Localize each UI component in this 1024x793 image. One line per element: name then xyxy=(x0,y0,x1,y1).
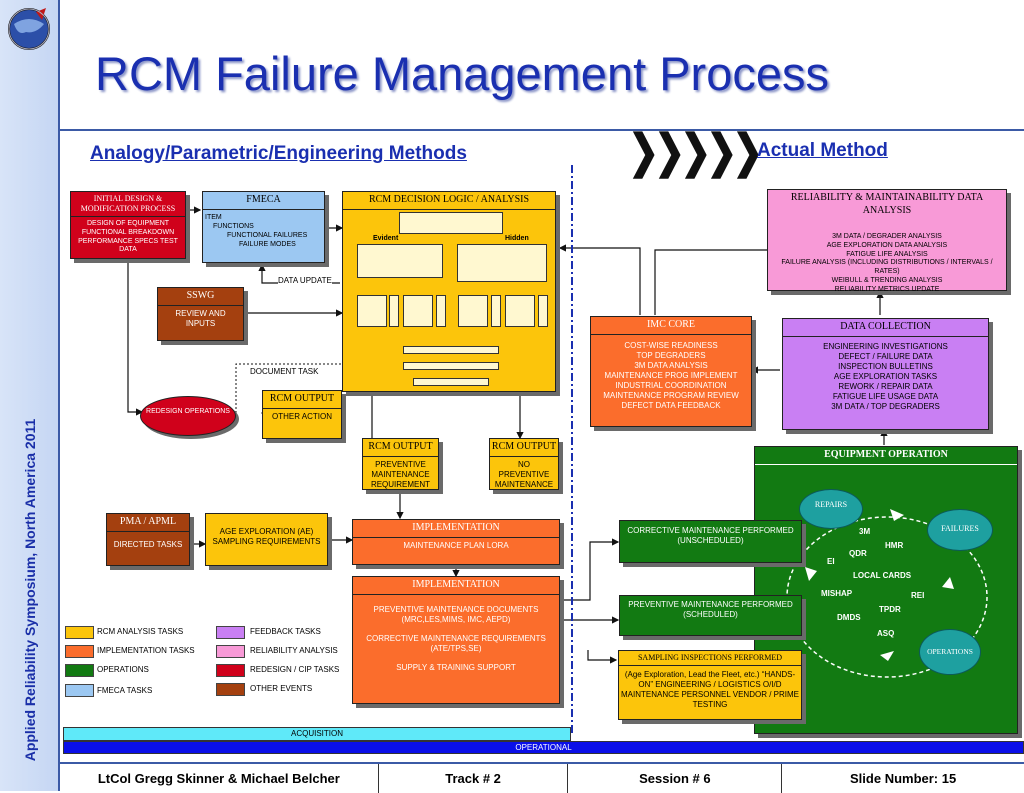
legend-swatch xyxy=(65,664,94,677)
cycle-label: MISHAP xyxy=(821,589,853,598)
logic-question-hidden xyxy=(457,244,547,282)
cycle-label: HMR xyxy=(885,541,904,550)
failures-oval: FAILURES xyxy=(927,509,993,551)
logic-question-top xyxy=(399,212,503,234)
equipment-operation-box: EQUIPMENT OPERATION REPAIRS FAILURES OPE… xyxy=(754,446,1018,734)
imc-core-box: IMC CORE COST-WISE READINESS TOP DEGRADE… xyxy=(590,316,752,427)
methods-header-left: Analogy/Parametric/Engineering Methods xyxy=(90,143,467,164)
acquisition-phase-bar: ACQUISITION xyxy=(63,727,571,741)
logic-task-1 xyxy=(357,295,387,327)
legend-label: IMPLEMENTATION TASKS xyxy=(97,646,195,655)
legend-swatch xyxy=(216,683,245,696)
chevron-arrows-icon: ❯❯❯❯❯ xyxy=(628,125,763,177)
cycle-label: LOCAL CARDS xyxy=(853,571,912,580)
rcm-output-nopm-box: RCM OUTPUT NO PREVENTIVE MAINTENANCE xyxy=(489,438,559,490)
footer: LtCol Gregg Skinner & Michael Belcher Tr… xyxy=(60,762,1024,793)
operational-phase-bar: OPERATIONAL xyxy=(63,741,1024,754)
cycle-label: DMDS xyxy=(837,613,861,622)
evident-label: Evident xyxy=(373,235,399,242)
methods-header-right: Actual Method xyxy=(757,140,888,161)
legend-label: RELIABILITY ANALYSIS xyxy=(250,646,338,655)
legend-swatch xyxy=(216,664,245,677)
repairs-oval: REPAIRS xyxy=(799,489,863,529)
logic-result-3 xyxy=(413,378,489,386)
cycle-label: ASQ xyxy=(877,629,895,638)
document-task-label: DOCUMENT TASK xyxy=(250,367,319,376)
logic-task-3 xyxy=(403,295,433,327)
footer-authors: LtCol Gregg Skinner & Michael Belcher xyxy=(60,764,379,793)
fmeca-box: FMECA ITEM FUNCTIONS FUNCTIONAL FAILURES… xyxy=(202,191,325,263)
rcm-output-other-box: RCM OUTPUT OTHER ACTION xyxy=(262,390,342,439)
logic-result-1 xyxy=(403,346,499,354)
sampling-inspections-box: SAMPLING INSPECTIONS PERFORMED (Age Expl… xyxy=(618,650,802,720)
corrective-maintenance-box: CORRECTIVE MAINTENANCE PERFORMED (UNSCHE… xyxy=(619,520,802,563)
legend-swatch xyxy=(216,645,245,658)
operations-oval: OPERATIONS xyxy=(919,629,981,675)
implementation-docs-box: IMPLEMENTATION PREVENTIVE MAINTENANCE DO… xyxy=(352,576,560,704)
cycle-label: EI xyxy=(827,557,835,566)
reliability-data-analysis-box: RELIABILITY & MAINTAINABILITY DATA ANALY… xyxy=(767,189,1007,293)
age-exploration-box: AGE EXPLORATION (AE) SAMPLING REQUIREMEN… xyxy=(205,513,328,566)
rcm-decision-logic-box: RCM DECISION LOGIC / ANALYSIS Evident Hi… xyxy=(342,191,556,392)
logic-result-2 xyxy=(403,362,499,370)
legend-label: OPERATIONS xyxy=(97,665,149,674)
initial-design-box: INITIAL DESIGN & MODIFICATION PROCESS DE… xyxy=(70,191,186,259)
title-divider xyxy=(58,129,1024,131)
legend-label: OTHER EVENTS xyxy=(250,684,313,693)
logic-task-6 xyxy=(491,295,501,327)
preventive-maintenance-box: PREVENTIVE MAINTENANCE PERFORMED (SCHEDU… xyxy=(619,595,802,636)
logic-task-5 xyxy=(458,295,488,327)
hidden-label: Hidden xyxy=(505,235,529,242)
sswg-box: SSWG REVIEW AND INPUTS xyxy=(157,287,244,341)
footer-session: Session # 6 xyxy=(568,764,783,793)
redesign-operations-oval: REDESIGN OPERATIONS xyxy=(140,396,236,436)
legend-label: RCM ANALYSIS TASKS xyxy=(97,627,184,636)
logic-task-8 xyxy=(538,295,548,327)
cycle-label: TPDR xyxy=(879,605,901,614)
data-collection-box: DATA COLLECTION ENGINEERING INVESTIGATIO… xyxy=(782,318,989,430)
cycle-label: QDR xyxy=(849,549,867,558)
data-update-label: DATA UPDATE xyxy=(278,276,332,285)
logic-task-2 xyxy=(389,295,399,327)
rcm-output-pm-box: RCM OUTPUT PREVENTIVE MAINTENANCE REQUIR… xyxy=(362,438,439,490)
footer-track: Track # 2 xyxy=(379,764,569,793)
legend-swatch xyxy=(65,684,94,697)
sidebar: Applied Reliability Symposium, North Ame… xyxy=(0,0,60,791)
cycle-label: 3M xyxy=(859,527,871,536)
page-title: RCM Failure Management Process xyxy=(95,47,829,100)
logic-question-evident xyxy=(357,244,443,278)
legend-label: FEEDBACK TASKS xyxy=(250,627,321,636)
pma-apml-box: PMA / APML DIRECTED TASKS xyxy=(106,513,190,566)
legend-swatch xyxy=(65,626,94,639)
legend-swatch xyxy=(216,626,245,639)
logic-task-4 xyxy=(436,295,446,327)
implementation-plan-box: IMPLEMENTATION MAINTENANCE PLAN LORA xyxy=(352,519,560,565)
globe-logo-icon xyxy=(8,8,50,50)
logic-task-7 xyxy=(505,295,535,327)
legend-label: REDESIGN / CIP TASKS xyxy=(250,665,340,674)
legend-label: FMECA TASKS xyxy=(97,686,153,695)
cycle-label: REI xyxy=(911,591,925,600)
legend-swatch xyxy=(65,645,94,658)
footer-slide-number: Slide Number: 15 xyxy=(850,771,957,786)
